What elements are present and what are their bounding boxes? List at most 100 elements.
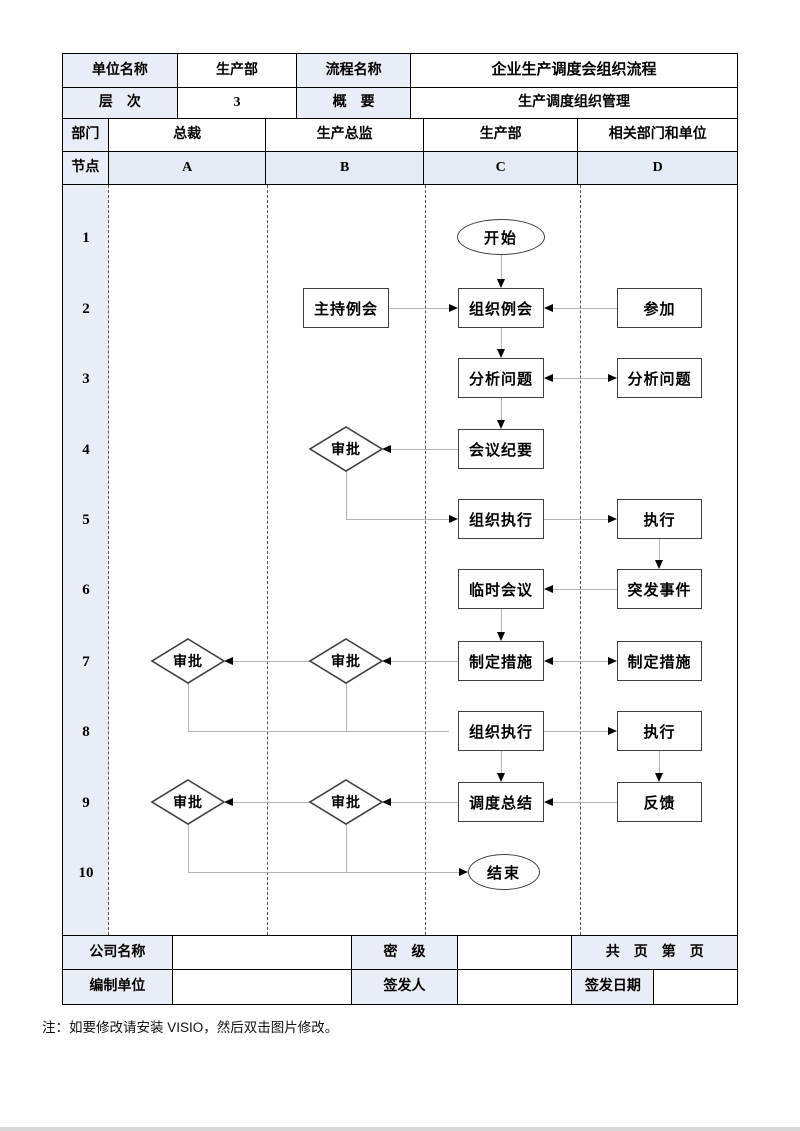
unit-name-label: 单位名称 xyxy=(63,54,178,87)
row-number-5: 5 xyxy=(82,512,90,528)
flow-line xyxy=(391,802,458,803)
lane-node-c: C xyxy=(423,152,579,184)
flow-line xyxy=(553,589,617,590)
row-number-column xyxy=(63,185,109,935)
arrowhead-left xyxy=(224,798,233,806)
row-number-1: 1 xyxy=(82,230,90,246)
process-sheet: 单位名称 生产部 流程名称 企业生产调度会组织流程 层 次 3 概 要 生产调度… xyxy=(62,53,738,1005)
level-label: 层 次 xyxy=(63,88,178,118)
row-number-9: 9 xyxy=(82,795,90,811)
flow-line xyxy=(553,661,608,662)
row-number-4: 4 xyxy=(82,442,90,458)
flow-line xyxy=(553,308,617,309)
diamond-shape xyxy=(308,779,384,825)
flow-line xyxy=(391,661,458,662)
flow-line xyxy=(233,802,310,803)
flow-line xyxy=(501,751,502,774)
arrowhead-right xyxy=(459,868,468,876)
arrowhead-right xyxy=(608,515,617,523)
node-make-measures-c: 制定措施 xyxy=(458,641,544,681)
decision-label: 审批 xyxy=(331,796,361,811)
node-dispatch-summary: 调度总结 xyxy=(458,782,544,822)
flow-line xyxy=(188,872,459,873)
row-number-7: 7 xyxy=(82,654,90,670)
arrowhead-left xyxy=(544,374,553,382)
process-name-value: 企业生产调度会组织流程 xyxy=(491,62,657,78)
arrowhead-left xyxy=(544,657,553,665)
arrowhead-right xyxy=(608,657,617,665)
diamond-shape xyxy=(308,426,384,472)
flow-line xyxy=(659,539,660,561)
flow-line xyxy=(553,802,617,803)
arrowhead-down xyxy=(655,773,663,782)
arrowhead-left xyxy=(382,798,391,806)
department-label: 部门 xyxy=(63,119,109,151)
flow-line xyxy=(188,824,189,872)
flow-line xyxy=(188,731,449,732)
arrowhead-down xyxy=(655,560,663,569)
company-name-label: 公司名称 xyxy=(63,936,173,969)
issuer-label: 签发人 xyxy=(352,970,458,1004)
node-feedback: 反馈 xyxy=(617,782,702,822)
flow-line xyxy=(188,683,189,731)
arrowhead-left xyxy=(544,585,553,593)
arrowhead-right xyxy=(449,304,458,312)
lane-node-b: B xyxy=(266,152,424,184)
lane-separator xyxy=(580,185,581,935)
diamond-shape xyxy=(308,638,384,684)
node-organize-meeting: 组织例会 xyxy=(458,288,544,328)
arrowhead-down xyxy=(497,773,505,782)
decision-approve-a7: 审批 xyxy=(150,637,226,685)
node-organize-execute-8: 组织执行 xyxy=(458,711,544,751)
node-label: 节点 xyxy=(63,152,109,184)
summary-value: 生产调度组织管理 xyxy=(517,95,630,110)
department-row: 部门 总裁 生产总监 生产部 相关部门和单位 xyxy=(63,119,737,152)
node-make-measures-d: 制定措施 xyxy=(617,641,702,681)
header-row-1: 单位名称 生产部 流程名称 企业生产调度会组织流程 xyxy=(63,54,737,88)
node-execute-8: 执行 xyxy=(617,711,702,751)
start-node: 开始 xyxy=(457,219,545,255)
prepared-by-value xyxy=(173,970,353,1004)
arrowhead-left xyxy=(382,445,391,453)
arrowhead-down xyxy=(497,349,505,358)
flow-line xyxy=(544,731,608,732)
footer-row-1: 公司名称 密 级 共 页 第 页 xyxy=(63,936,737,970)
decision-approve-b9: 审批 xyxy=(308,778,384,826)
row-number-6: 6 xyxy=(82,582,90,598)
flow-line xyxy=(659,751,660,774)
flow-line xyxy=(346,519,449,520)
decision-label: 审批 xyxy=(331,655,361,670)
lane-dept-d: 相关部门和单位 xyxy=(608,127,707,142)
footer-row-2: 编制单位 签发人 签发日期 xyxy=(63,970,737,1004)
process-name-label: 流程名称 xyxy=(297,54,411,87)
arrowhead-right xyxy=(608,374,617,382)
row-number-10: 10 xyxy=(78,865,94,881)
lane-dept-a: 总裁 xyxy=(109,119,267,151)
node-host-meeting: 主持例会 xyxy=(303,288,389,328)
flow-line xyxy=(501,609,502,633)
arrowhead-left xyxy=(544,798,553,806)
lane-separator xyxy=(425,185,426,935)
secret-level-value xyxy=(458,936,573,969)
row-number-8: 8 xyxy=(82,724,90,740)
node-organize-execute-5: 组织执行 xyxy=(458,499,544,539)
flow-line xyxy=(346,471,347,519)
secret-level-label: 密 级 xyxy=(352,936,458,969)
issuer-value xyxy=(458,970,573,1004)
node-emergency-event: 突发事件 xyxy=(617,569,702,609)
company-name-value xyxy=(173,936,353,969)
edit-note: 注：如要修改请安装 VISIO，然后双击图片修改。 xyxy=(42,1020,339,1035)
decision-approve-b7: 审批 xyxy=(308,637,384,685)
decision-label: 审批 xyxy=(173,796,203,811)
flow-line xyxy=(346,824,347,872)
page-edge xyxy=(0,1127,800,1131)
flow-line xyxy=(501,255,502,280)
lane-dept-b: 生产总监 xyxy=(266,119,424,151)
unit-name-value: 生产部 xyxy=(178,54,298,87)
node-execute-5: 执行 xyxy=(617,499,702,539)
node-meeting-minutes: 会议纪要 xyxy=(458,429,544,469)
decision-approve-a9: 审批 xyxy=(150,778,226,826)
lane-separator xyxy=(267,185,268,935)
flow-line xyxy=(544,519,608,520)
